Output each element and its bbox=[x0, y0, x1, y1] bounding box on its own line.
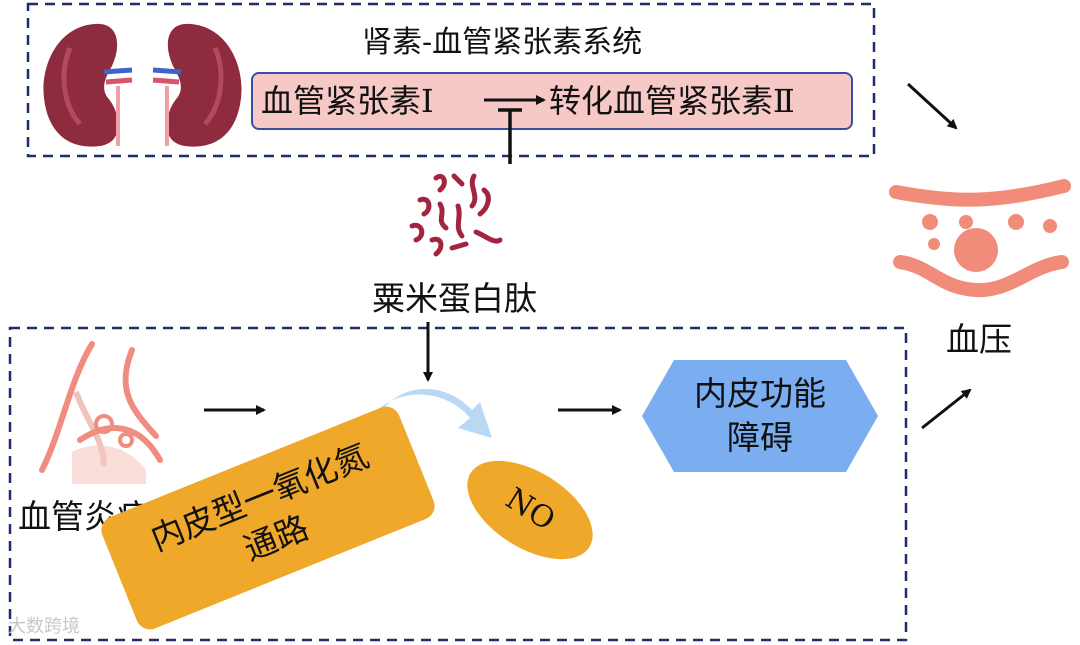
vascular-dashed-frame bbox=[8, 326, 908, 642]
ras-title: 肾素-血管紧张素系统 bbox=[362, 25, 643, 60]
angiotensin-1-label: 血管紧张素Ⅰ bbox=[261, 82, 434, 120]
kidney-icon-left bbox=[43, 23, 133, 147]
watermark: 大数跨境 bbox=[8, 616, 80, 637]
dysfunction-hexagon bbox=[642, 360, 878, 472]
angiotensin-2-label: 转化血管紧张素Ⅱ bbox=[549, 82, 795, 120]
curved-blue-arrow bbox=[362, 388, 492, 438]
ras-to-bp-arrow bbox=[906, 82, 958, 130]
no-ellipse bbox=[467, 460, 593, 560]
dysfunction-line2: 障碍 bbox=[727, 418, 793, 457]
kidney-icon-right bbox=[152, 23, 242, 147]
dysfunction-to-bp-arrow bbox=[921, 388, 972, 430]
dysfunction-line1: 内皮功能 bbox=[694, 374, 826, 413]
peptide-label: 粟米蛋白肽 bbox=[372, 279, 537, 318]
blood-vessel-icon bbox=[889, 179, 1071, 298]
ras-dashed-frame bbox=[26, 2, 876, 158]
blood-pressure-label: 血压 bbox=[946, 320, 1012, 359]
dysfunction-node: 内皮功能 障碍 bbox=[642, 360, 878, 472]
ras-pathway-box: 血管紧张素Ⅰ 转化血管紧张素Ⅱ bbox=[251, 72, 853, 130]
inflammation-icon bbox=[39, 341, 163, 484]
peptide-icon bbox=[409, 173, 503, 257]
